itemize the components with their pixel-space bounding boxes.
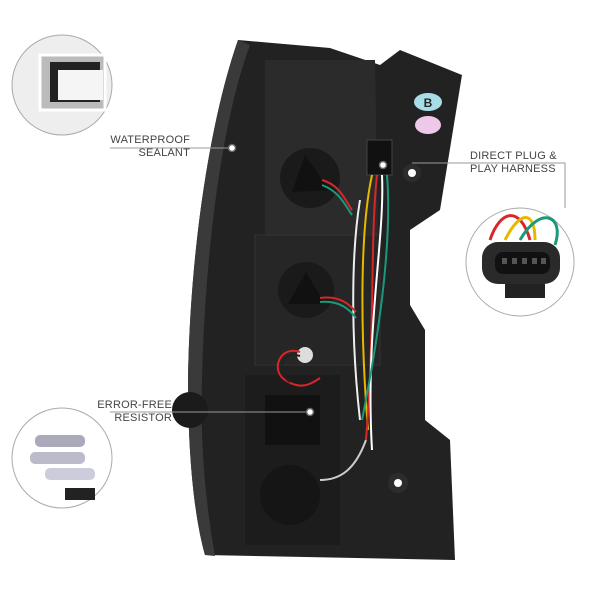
callout-label-sealant: WATERPROOF SEALANT — [100, 134, 190, 160]
callout-label-resistor: ERROR-FREE RESISTOR — [80, 399, 172, 425]
badge-b — [414, 93, 442, 111]
callout-resistor-zoom — [11, 407, 113, 509]
resistor-label-line1: ERROR-FREE — [97, 399, 172, 411]
resistor-marker — [305, 407, 315, 417]
callout-harness-zoom — [465, 207, 575, 317]
badge-letter: B — [424, 96, 433, 110]
harness-connector — [366, 139, 393, 176]
sealant-marker — [227, 143, 237, 153]
harness-label-line1: DIRECT PLUG & — [470, 150, 557, 162]
leader-lines — [110, 147, 566, 413]
bottom-socket — [260, 465, 320, 525]
resistor-box — [265, 395, 320, 445]
harness-label-line2: PLAY HARNESS — [470, 163, 556, 175]
callout-sealant-zoom — [11, 34, 113, 136]
wiring-harness — [276, 174, 390, 481]
callout-label-harness: DIRECT PLUG & PLAY HARNESS — [470, 150, 595, 176]
sealant-label-line1: WATERPROOF — [110, 134, 190, 146]
harness-marker — [378, 160, 388, 170]
lens-edge — [188, 40, 250, 556]
resistor-label-line2: RESISTOR — [114, 412, 172, 424]
sealant-label-line2: SEALANT — [138, 147, 190, 159]
